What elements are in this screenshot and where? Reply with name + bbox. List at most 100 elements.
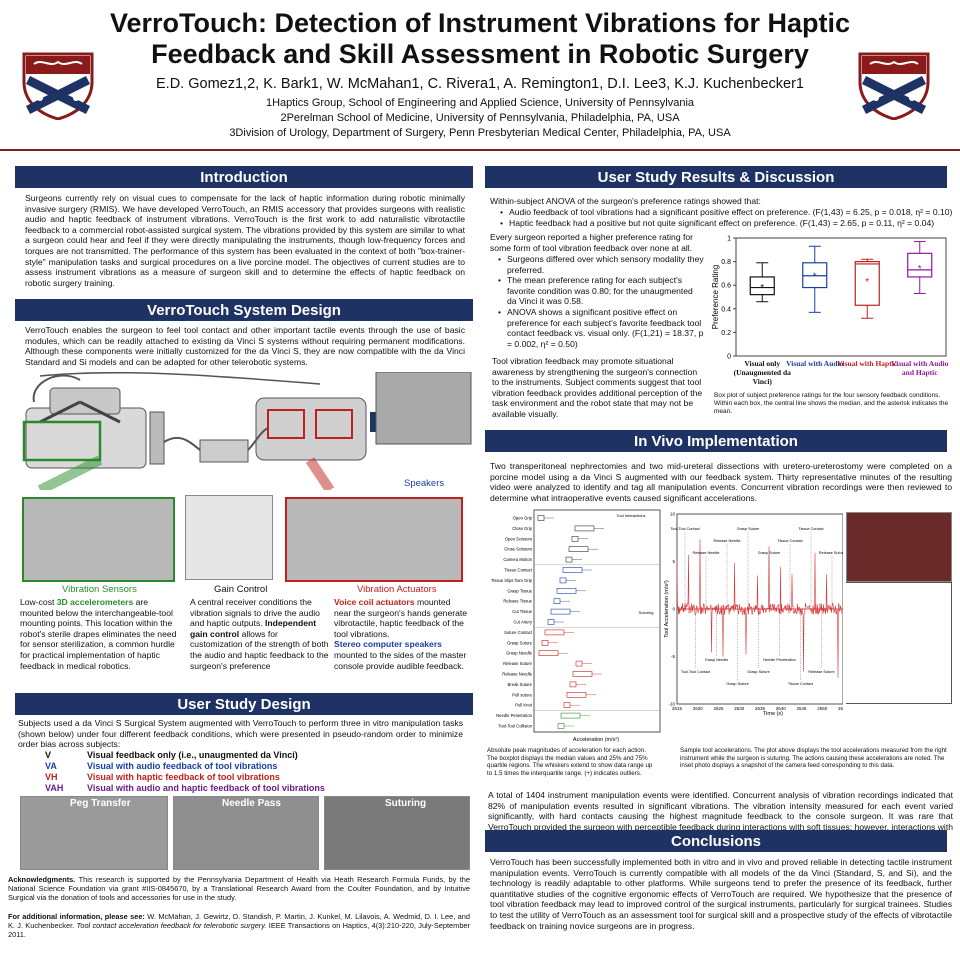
ytick-label: 0.8 [721, 259, 731, 266]
intro-heading: Introduction [15, 166, 473, 188]
mean-marker: * [813, 271, 817, 282]
conclusions-heading: Conclusions [485, 830, 947, 852]
ytick-label: -10 [668, 702, 675, 707]
ytick-label: 5 [672, 559, 675, 564]
title-line-2: Feedback and Skill Assessment in Robotic… [151, 39, 809, 69]
authors: E.D. Gomez1,2, K. Bark1, W. McMahan1, C.… [156, 76, 804, 92]
box-iqr [907, 252, 933, 278]
action-category-label: Tissue Slips from Grip [491, 578, 533, 583]
results-bullet-1: Audio feedback of tool vibrations had a … [498, 207, 953, 218]
boxplot-caption: Box plot of subject preference ratings f… [714, 392, 949, 415]
action-category-label: Pull suture [512, 692, 532, 697]
gain-label: Gain Control [214, 584, 268, 595]
action-category-label: Release Suture [503, 661, 533, 666]
event-annotation: Grasp Needle [705, 658, 728, 662]
system-text: VerroTouch enables the surgeon to feel t… [25, 325, 465, 367]
timeseries-caption: Sample tool accelerations. The plot abov… [680, 747, 947, 770]
xtick-label: 2640 [776, 706, 787, 711]
action-category-label: Cut Tissue [512, 609, 532, 614]
suturing-photo [324, 796, 470, 870]
action-category-label: Grasp Tissue [507, 588, 532, 593]
ytick-label: 0.2 [721, 330, 731, 337]
event-annotation: Release Suture [808, 670, 834, 674]
timeseries-ylabel: Tool Acceleration (m/s²) [664, 580, 670, 638]
poster-title: VerroTouch: Detection of Instrument Vibr… [100, 8, 860, 70]
action-category-label: Release Needle [502, 672, 532, 677]
ytick-label: 10 [670, 512, 676, 517]
plot-frame [735, 237, 947, 357]
title-line-1: VerroTouch: Detection of Instrument Vibr… [109, 8, 851, 38]
ytick-label: -5 [671, 654, 675, 659]
header-rule [0, 149, 960, 151]
sensors-label: Vibration Sensors [62, 584, 137, 595]
boxplot-xlabels: Visual only (Unaugmented da Vinci)Visual… [734, 359, 949, 393]
action-category-label: Open Grip [513, 516, 533, 521]
event-annotation: Grasp Suture [747, 670, 770, 674]
peg-transfer-photo [20, 796, 168, 870]
ytick-label: 0.4 [721, 306, 731, 313]
event-annotation: Tissue Contact [788, 682, 814, 686]
results-heading: User Study Results & Discussion [485, 166, 947, 188]
conclusions-text: VerroTouch has been successfully impleme… [490, 857, 952, 931]
task-suturing: Suturing [385, 798, 427, 809]
results-paragraph: Every surgeon reported a higher preferen… [490, 232, 694, 253]
action-xlabel: Acceleration (m/s²) [573, 737, 619, 743]
group-suturing: Suturing [639, 610, 654, 615]
action-category-label: Pull Knot [515, 703, 533, 708]
event-annotation: Tissue Contact [777, 539, 803, 543]
xtick-label: 2615 [672, 706, 683, 711]
results-paragraph-2: Tool vibration feedback may promote situ… [492, 356, 703, 419]
group-tool-interactions: Tool Interactions [616, 513, 645, 518]
task-needle-pass: Needle Pass [222, 798, 281, 809]
event-annotation: Release Suture [819, 551, 843, 555]
action-category-label: Needle Penetration [496, 713, 533, 718]
vibration-actuators-photo [285, 497, 463, 582]
invivo-text: Two transperitoneal nephrectomies and tw… [490, 461, 952, 503]
boxplot-category-label: Visual with Audio [786, 359, 844, 368]
xtick-label: 2630 [734, 706, 745, 711]
boxplot-category-label: Visual with Audio and Haptic [891, 359, 949, 377]
vibration-sensors-photo [22, 497, 175, 582]
results-bullet-3: Surgeons differed over which sensory mod… [496, 254, 704, 275]
timeseries-xlabel: Time (s) [763, 711, 783, 717]
event-annotation: Grasp Suture [726, 682, 749, 686]
xtick-label: 2645 [796, 706, 807, 711]
event-annotation: Tool-Tool Contact [670, 527, 700, 531]
event-annotation: Grasp Suture [737, 527, 760, 531]
speakers-label: Speakers [404, 478, 445, 489]
action-category-label: Close Scissors [504, 547, 532, 552]
action-category-label: Break Suture [508, 682, 533, 687]
needle-pass-photo [173, 796, 319, 870]
preference-boxplot: 00.20.40.60.81 **** Preference Rating [711, 236, 947, 361]
event-annotation: Grasp Suture [758, 551, 781, 555]
gain-description: A central receiver conditions the vibrat… [190, 597, 329, 671]
boxplot-category-label: Visual with Haptic [837, 359, 898, 368]
xtick-label: 2650 [817, 706, 828, 711]
penn-shield-icon [20, 52, 96, 121]
results-anova-list: Audio feedback of tool vibrations had a … [498, 207, 953, 228]
ytick-label: 0 [672, 607, 675, 612]
results-bullet-2: Haptic feedback had a positive but not q… [498, 218, 953, 229]
boxplot-ylabel: Preference Rating [711, 265, 720, 329]
action-category-label: Tissue Contact [504, 568, 533, 573]
xtick-label: 2620 [693, 706, 704, 711]
action-category-label: Grasp Needle [506, 651, 533, 656]
action-category-label: Suture Contact [504, 630, 533, 635]
invivo-heading: In Vivo Implementation [485, 430, 947, 452]
results-bullet-4: The mean preference rating for each subj… [496, 275, 704, 307]
acceleration-timeseries: 261526202625263026352640264526502655-10-… [664, 512, 843, 717]
actuators-label: Vibration Actuators [357, 584, 437, 595]
action-plot-frame [533, 509, 661, 733]
affiliation-3: 3Division of Urology, Department of Surg… [229, 127, 731, 139]
xtick-label: 2625 [713, 706, 724, 711]
acknowledgments: Acknowledgments. This research is suppor… [8, 875, 470, 902]
boxplot-category-label: Visual only (Unaugmented da Vinci) [733, 359, 791, 386]
results-intro: Within-subject ANOVA of the surgeon's pr… [490, 196, 761, 206]
action-category-label: Tool-Tool Collision [498, 724, 532, 729]
box-iqr [749, 276, 775, 296]
sensors-description: Low-cost 3D accelerometers are mounted b… [20, 597, 177, 671]
